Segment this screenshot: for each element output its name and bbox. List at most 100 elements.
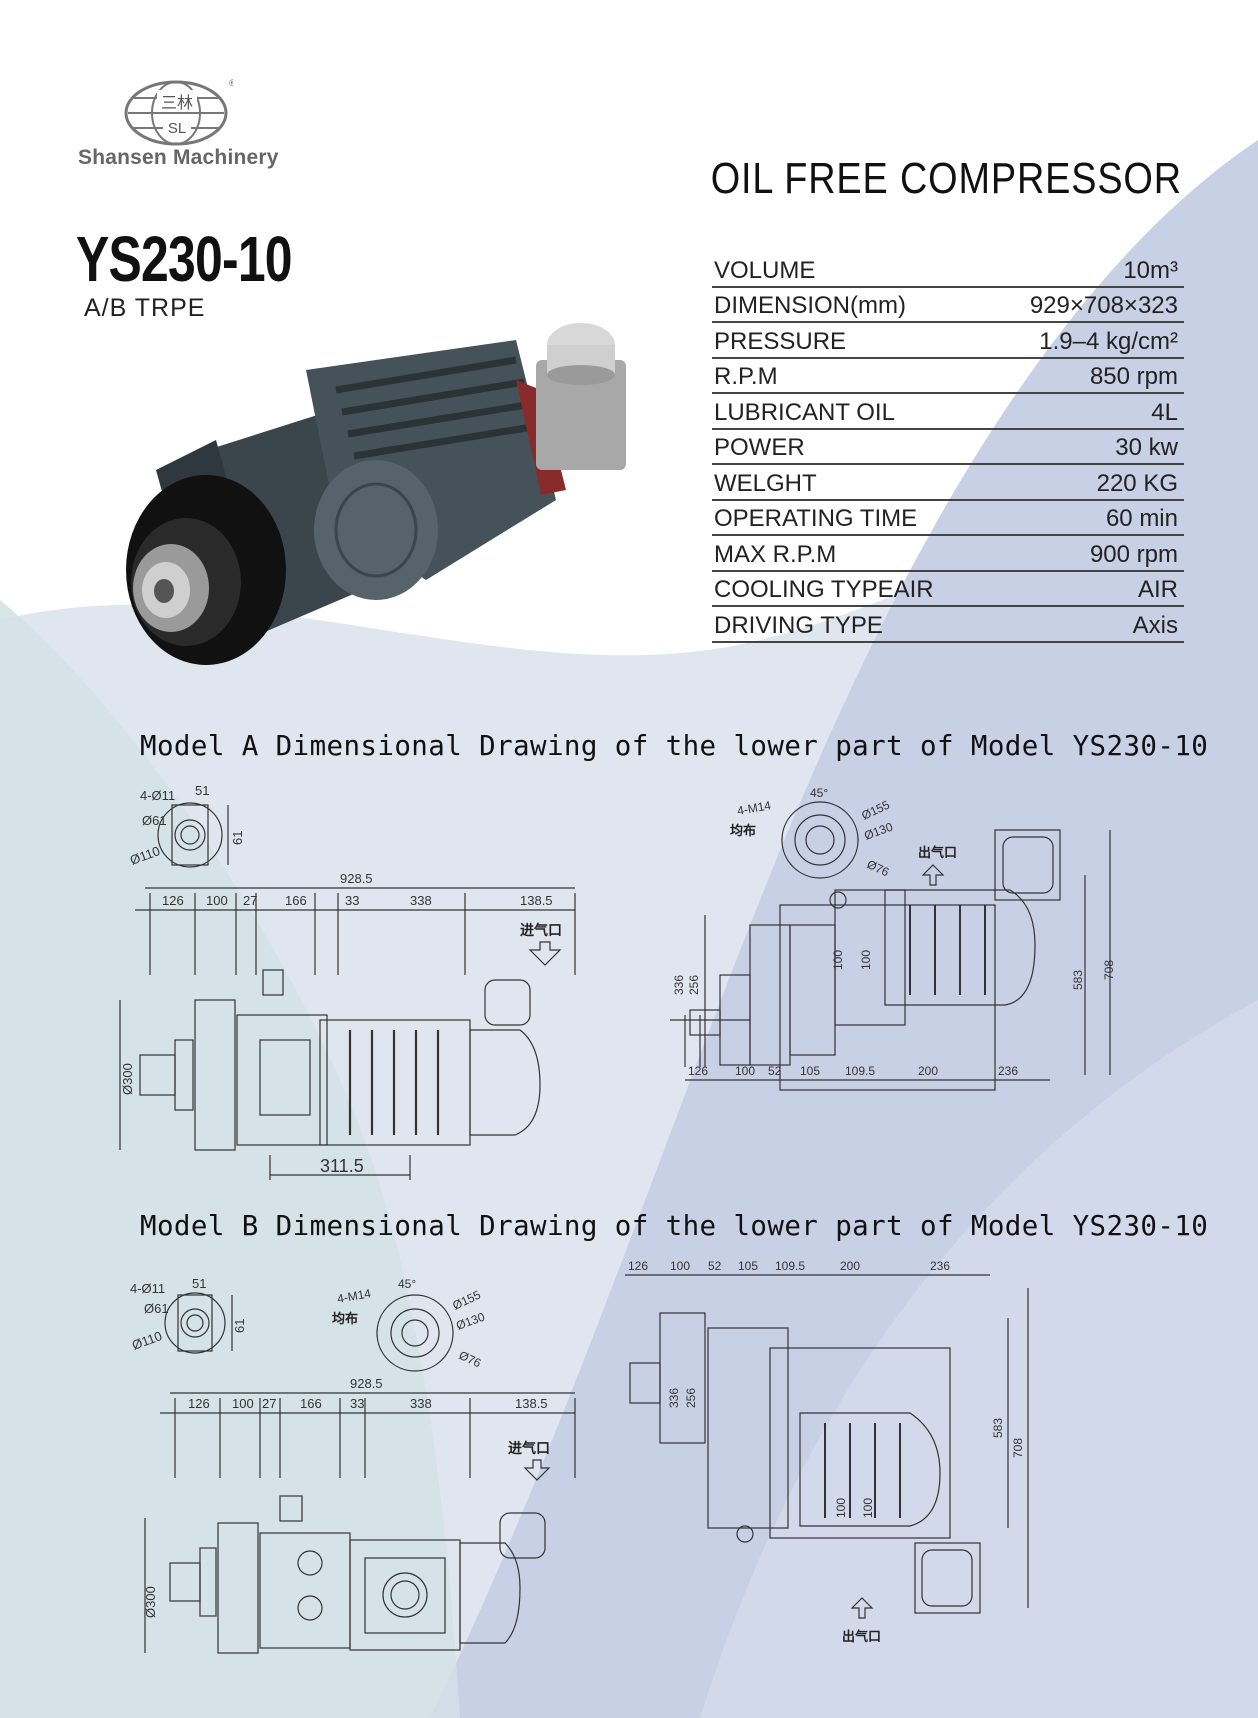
inlet-label-a: 进气口 [520, 922, 562, 938]
flange-large-holes-b: 4-M14 [336, 1286, 372, 1306]
sideseg-b-6: 236 [930, 1259, 950, 1273]
seg-a-1: 100 [206, 893, 228, 908]
spec-label: OPERATING TIME [714, 505, 918, 532]
spec-row: OPERATING TIME 60 min [712, 501, 1184, 536]
outlet-label-b: 出气口 [842, 1629, 881, 1644]
flange-large-b: 4-M14 均布 45° Ø155 Ø130 Ø76 [332, 1277, 487, 1372]
seg-a-6: 138.5 [520, 893, 553, 908]
vdim-b-1: 256 [684, 1388, 698, 1408]
vdim-b-4: 583 [991, 1418, 1005, 1438]
flange-large-angle-a: 45° [810, 786, 828, 800]
overall-length-a: 928.5 [340, 871, 373, 886]
spec-value: AIR [1137, 576, 1178, 603]
spec-value: Axis [1132, 611, 1178, 639]
flange-large-angle-b: 45° [398, 1277, 416, 1291]
flange-large-d1-a: Ø155 [859, 797, 892, 822]
spec-value: 850 rpm [1089, 363, 1178, 390]
spec-label: DIMENSION(mm) [714, 292, 906, 319]
flange-small-d2-a: Ø110 [128, 843, 162, 868]
spec-value: 10m³ [1123, 256, 1178, 284]
spec-label: POWER [714, 434, 805, 461]
model-name: YS230-10 [76, 223, 293, 295]
section-heading-model-b: Model B Dimensional Drawing of the lower… [140, 1210, 1209, 1242]
flange-large-a: 4-M14 均布 45° Ø155 Ø130 Ø76 [730, 786, 895, 879]
vdim-a-1: 256 [687, 975, 701, 995]
spec-label: VOLUME [714, 256, 816, 284]
vdim-b-0: 336 [667, 1388, 681, 1408]
sideseg-a-0: 126 [688, 1064, 708, 1078]
flange-small-holes-a: 4-Ø11 [140, 788, 175, 803]
sideseg-a-3: 105 [800, 1064, 820, 1078]
registered-mark: ® [229, 78, 233, 88]
spec-row: DIMENSION(mm) 929×708×323 [712, 288, 1184, 323]
inlet-label-b: 进气口 [508, 1440, 550, 1456]
spec-value: 929×708×323 [1029, 292, 1178, 319]
section-heading-model-a: Model A Dimensional Drawing of the lower… [140, 730, 1209, 762]
base-width-a: 311.5 [320, 1156, 364, 1176]
sideseg-a-6: 236 [998, 1064, 1018, 1078]
spec-value: 1.9–4 kg/cm² [1039, 327, 1178, 355]
logo-initials: SL [168, 120, 186, 137]
seg-b-2: 27 [262, 1396, 276, 1411]
vdim-b-2: 100 [834, 1498, 848, 1518]
flange-small-width-a: 51 [195, 783, 209, 798]
sideseg-b-2: 52 [708, 1259, 722, 1273]
drawing-model-b: 4-Ø11 51 Ø61 Ø110 61 4-M14 均布 45° Ø155 Ø… [130, 1259, 1029, 1654]
sideseg-a-4: 109.5 [845, 1064, 875, 1078]
flange-small-h-b: 61 [232, 1319, 247, 1333]
flange-small-holes-b: 4-Ø11 [130, 1281, 165, 1296]
brand-logo: 三林 SL ® Shansen Machinery [78, 68, 278, 178]
flange-small-width-b: 51 [192, 1276, 206, 1291]
sideseg-a-1: 100 [735, 1064, 755, 1078]
seg-b-3: 166 [300, 1396, 322, 1411]
flange-small-b: 4-Ø11 51 Ø61 Ø110 61 [130, 1276, 247, 1354]
vdim-a-0: 336 [672, 975, 686, 995]
sideseg-a-5: 200 [918, 1064, 938, 1078]
spec-label: R.P.M [714, 363, 778, 390]
spec-value: 30 kw [1115, 434, 1178, 461]
spec-row: VOLUME 10m³ [712, 252, 1184, 288]
model-subtype: A/B TRPE [84, 294, 206, 322]
seg-a-5: 338 [410, 893, 432, 908]
vdim-a-4: 583 [1071, 970, 1085, 990]
brand-name: Shansen Machinery [78, 146, 279, 169]
spec-label: LUBRICANT OIL [714, 398, 895, 426]
spec-row: R.P.M 850 rpm [712, 359, 1184, 394]
outlet-label-a: 出气口 [918, 845, 957, 860]
sideseg-a-2: 52 [768, 1064, 782, 1078]
flange-small-d2-b: Ø110 [130, 1328, 164, 1353]
seg-b-0: 126 [188, 1396, 210, 1411]
page-title: OIL FREE COMPRESSOR [710, 154, 1182, 203]
compressor-photo [126, 323, 626, 665]
flange-small-d1-b: Ø61 [144, 1301, 169, 1316]
flange-large-note-b: 均布 [332, 1311, 358, 1326]
vdim-a-2: 100 [831, 950, 845, 970]
vdim-b-5: 708 [1011, 1438, 1025, 1458]
seg-b-4: 33 [350, 1396, 364, 1411]
globe-logo-icon: 三林 SL ® [124, 78, 233, 146]
spec-label: MAX R.P.M [714, 540, 837, 568]
spec-value: 60 min [1105, 505, 1178, 532]
flange-small-a: 4-Ø11 51 Ø61 Ø110 61 [128, 783, 245, 868]
sideseg-b-4: 109.5 [775, 1259, 805, 1273]
flange-large-d3-a: Ø76 [865, 857, 892, 879]
spec-label: WELGHT [714, 469, 817, 497]
flange-large-note-a: 均布 [730, 823, 756, 838]
seg-b-1: 100 [232, 1396, 254, 1411]
seg-a-2: 27 [243, 893, 257, 908]
sideseg-b-5: 200 [840, 1259, 860, 1273]
spec-value: 220 KG [1096, 469, 1178, 497]
seg-a-0: 126 [162, 893, 184, 908]
spec-value: 900 rpm [1089, 540, 1178, 568]
logo-glyphs: 三林 [161, 94, 193, 112]
vdim-a-3: 100 [859, 950, 873, 970]
flange-large-holes-a: 4-M14 [736, 798, 772, 818]
seg-b-5: 338 [410, 1396, 432, 1411]
flange-large-d3-b: Ø76 [457, 1348, 484, 1370]
flange-small-h-a: 61 [230, 831, 245, 845]
flange-small-d1-a: Ø61 [142, 813, 167, 828]
